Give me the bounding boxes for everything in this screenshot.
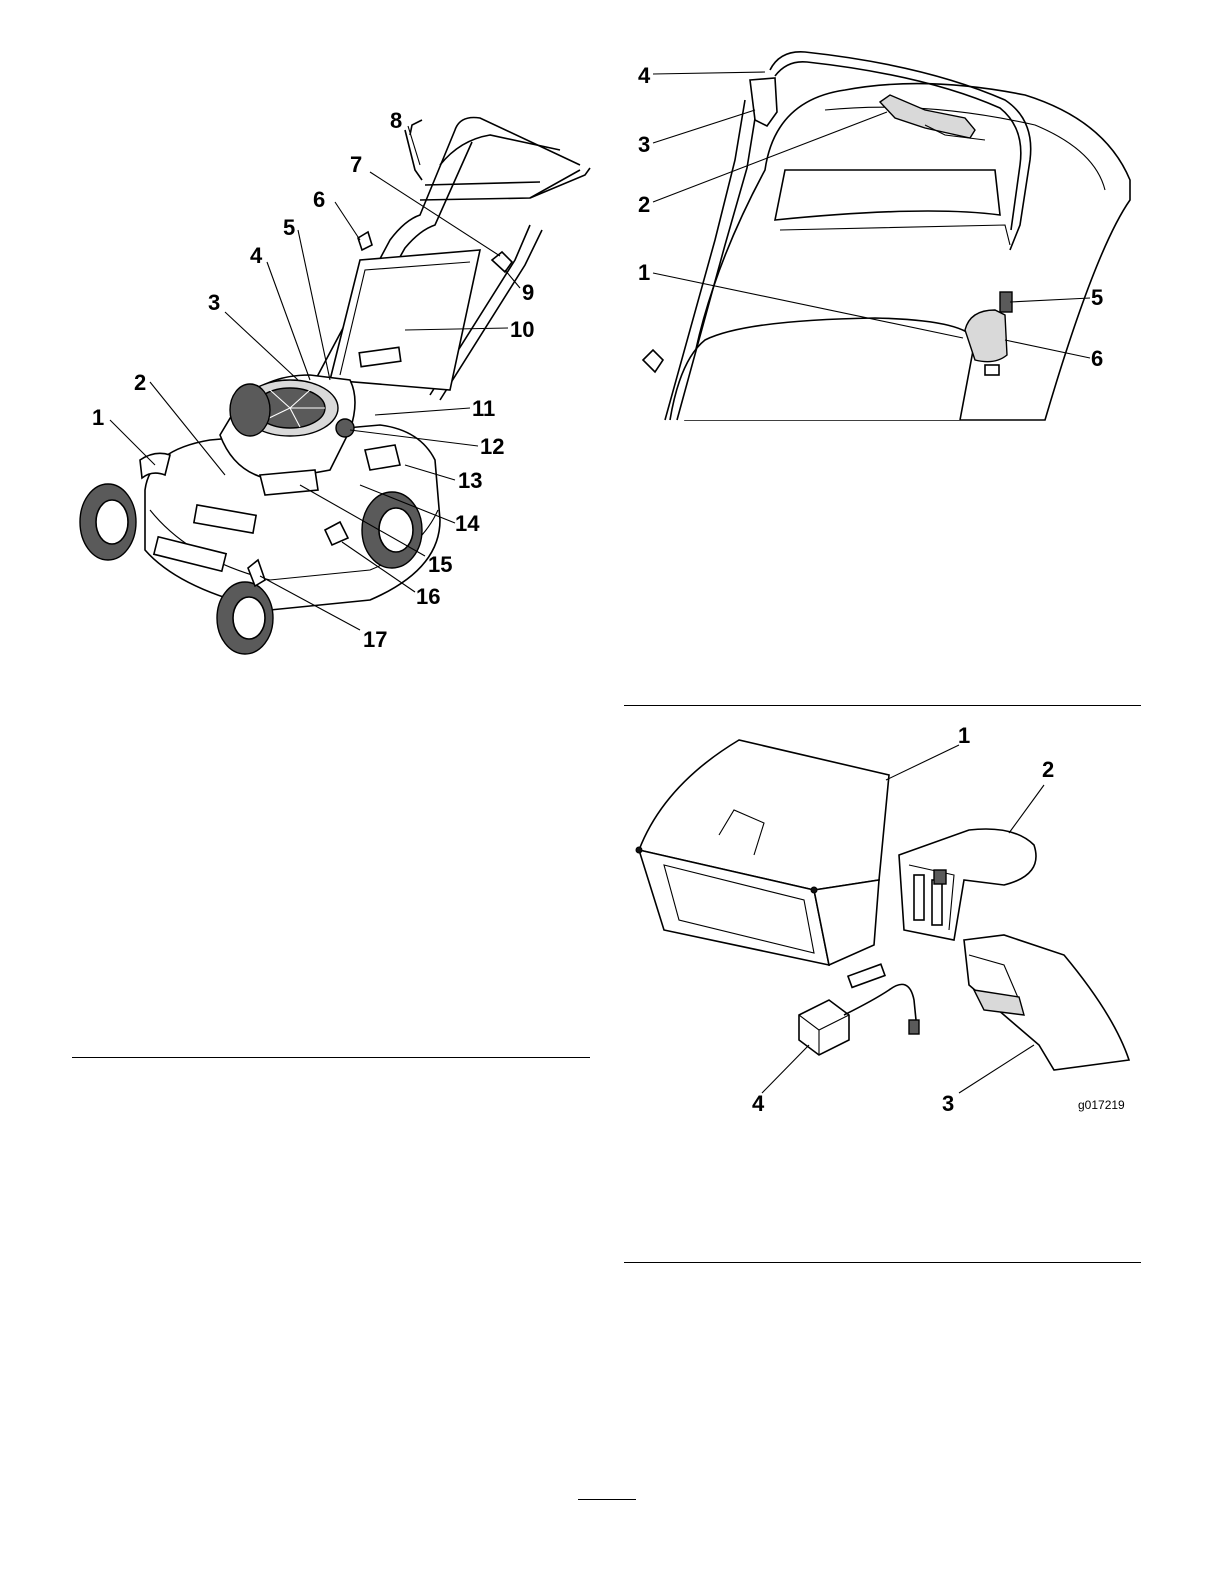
handle-callout-1: 1: [638, 260, 650, 285]
loose-parts-illustration: 1 2 3 4 g017219: [624, 715, 1144, 1125]
mower-callout-1: 1: [92, 405, 104, 430]
mower-callout-8: 8: [390, 108, 402, 133]
loose-parts-callout-4: 4: [752, 1091, 765, 1116]
mower-callout-12: 12: [480, 434, 504, 459]
mower-callout-7: 7: [350, 152, 362, 177]
left-column-rule: [72, 1057, 590, 1058]
figure-handle: 4 3 2 1 5 6: [625, 40, 1145, 430]
loose-parts-callout-2: 2: [1042, 757, 1054, 782]
loose-parts-grass-bag: [636, 740, 889, 965]
mower-callout-13: 13: [458, 468, 482, 493]
right-column-rule-bottom: [624, 1262, 1141, 1263]
mower-callout-4: 4: [250, 243, 263, 268]
loose-parts-callout-1: 1: [958, 723, 970, 748]
loose-parts-charger: [799, 964, 919, 1055]
mower-callout-9: 9: [522, 280, 534, 305]
handle-bracket: [750, 78, 777, 126]
handle-callout-4: 4: [638, 63, 651, 88]
handle-callout-3: 3: [638, 132, 650, 157]
handle-callout-6: 6: [1091, 346, 1103, 371]
mower-callout-10: 10: [510, 317, 534, 342]
mower-illustration: 1 2 3 4 5 6 7 8 9 10 11 12 13 14 15 16 1…: [60, 90, 600, 665]
mower-callout-17: 17: [363, 627, 387, 652]
mower-callout-2: 2: [134, 370, 146, 395]
graphic-code: g017219: [1078, 1098, 1125, 1112]
footer-page-rule: [578, 1499, 636, 1500]
handle-callout-2: 2: [638, 192, 650, 217]
mower-callout-15: 15: [428, 552, 452, 577]
mower-callout-3: 3: [208, 290, 220, 315]
handle-grass-bag: [643, 84, 1130, 420]
mower-callout-14: 14: [455, 511, 480, 536]
mower-callout-5: 5: [283, 215, 295, 240]
mower-callout-16: 16: [416, 584, 440, 609]
handle-callout-5: 5: [1091, 285, 1103, 310]
figure-mower: 1 2 3 4 5 6 7 8 9 10 11 12 13 14 15 16 1…: [60, 90, 600, 665]
mower-callout-6: 6: [313, 187, 325, 212]
handle-illustration: 4 3 2 1 5 6: [625, 40, 1145, 430]
loose-parts-discharge-chute: [964, 935, 1129, 1070]
mower-grass-bag: [330, 250, 480, 390]
loose-parts-callout-3: 3: [942, 1091, 954, 1116]
right-column-rule-top: [624, 705, 1141, 706]
figure-loose-parts: 1 2 3 4 g017219: [624, 715, 1144, 1125]
loose-parts-mulch-plug: [899, 829, 1036, 940]
mower-callout-11: 11: [472, 396, 495, 421]
